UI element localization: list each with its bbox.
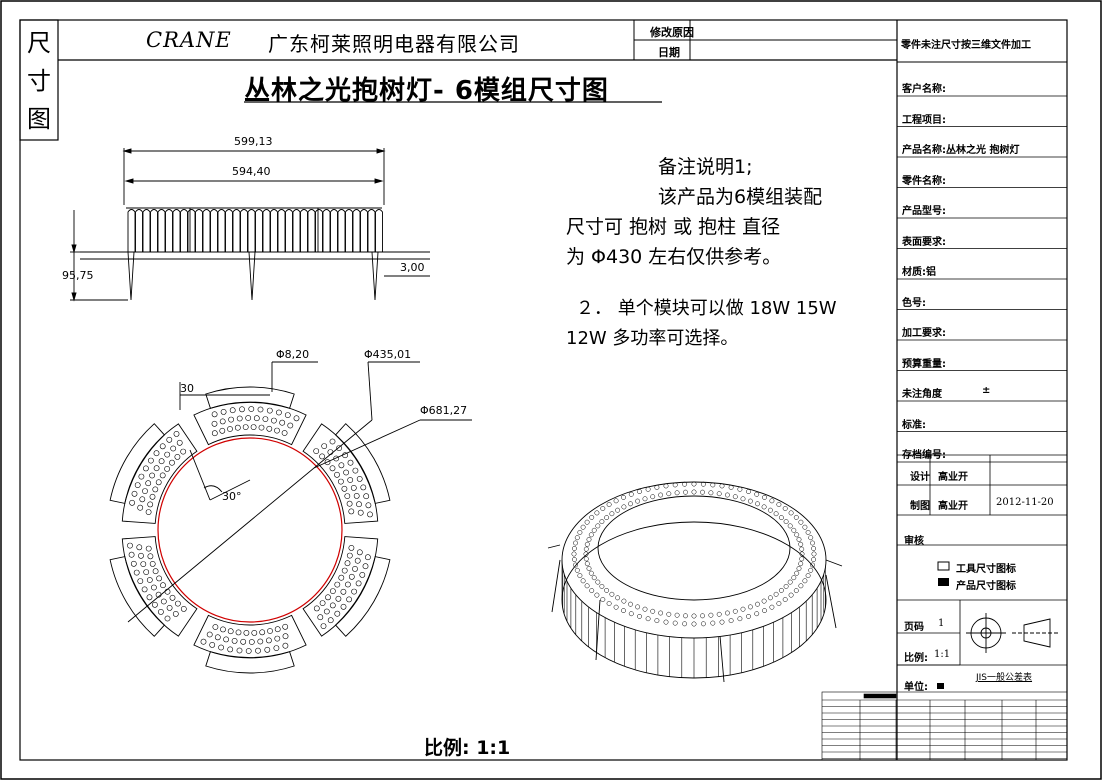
tb-design-label: 设计 [910,472,930,483]
tb-header: 零件未注尺寸按三维文件加工 [901,40,1031,51]
note-line: 备注说明1; [658,156,753,178]
tb-row-label: 工程项目: [902,114,946,126]
tb-row-label: 零件名称: [902,175,946,187]
tb-scale-value: 1:1 [934,649,951,660]
dim-outer-dia: Φ681,27 [420,404,468,417]
tb-row-label: 预算重量: [902,358,946,370]
tolerance-table [821,691,1068,761]
page-title: 丛林之光抱树灯- 6模组尺寸图 [244,76,609,106]
tb-row-label: 表面要求: [902,236,946,248]
note-line: 尺寸可 抱树 或 抱柱 直径 [566,216,781,238]
revision-label: 修改原因 [650,26,694,39]
tb-legend-tool: 工具尺寸图标 [956,564,1016,575]
date-label: 日期 [658,46,680,59]
projection-symbol [966,613,1060,653]
dim-height: 95,75 [62,269,94,282]
tb-design-name: 高业开 [938,472,968,483]
brand-logo: CRANE [146,28,232,52]
tb-draw-label: 制图 [910,501,930,512]
side-label-char: 尺 [27,29,51,57]
dim-hole: Φ8,20 [276,348,310,361]
side-label-char: 寸 [27,67,51,95]
dim-width-outer: 599,13 [234,135,273,148]
tb-row-label: 客户名称: [902,84,946,95]
tb-row-label: 材质:铝 [902,267,936,278]
dim-inner-dia: Φ435,01 [364,348,412,361]
tb-unit-label: 单位: [904,682,928,693]
tb-row-label: 加工要求: [902,328,946,339]
note-line: 为 Φ430 左右仅供参考。 [566,246,782,268]
legend-product-swatch [938,578,949,586]
side-label-box [19,19,59,141]
note-line: ２． 单个模块可以做 18W 15W [576,298,837,319]
side-view [70,148,430,302]
tb-row-label: 色号: [902,297,926,309]
tb-row-label: 未注角度 [902,389,942,400]
company-name: 广东柯莱照明电器有限公司 [268,32,520,56]
dim-angle: 30° [222,490,242,503]
tb-scale-label: 比例: [904,653,928,664]
tb-page-value: 1 [938,618,945,629]
tb-page-label: 页码 [904,622,924,633]
top-view [109,361,472,674]
tb-row-label: 存档编号: [902,450,946,461]
notes: 备注说明1; 该产品为6模组装配 尺寸可 抱树 或 抱柱 直径 为 Φ430 左… [566,152,837,354]
tb-review-label: 审核 [904,536,924,547]
tb-row-value: 丛林之光 抱树灯 [946,145,1020,156]
dim-offset: 30 [180,382,194,395]
dim-width-inner: 594,40 [232,165,271,178]
tb-draw-date: 2012-11-20 [996,497,1054,508]
note-line: 12W 多功率可选择。 [566,328,739,349]
tb-legend-product: 产品尺寸图标 [956,581,1016,592]
note-line: 该产品为6模组装配 [658,186,823,208]
tb-draw-name: 高业开 [938,501,968,512]
dim-thickness: 3,00 [400,261,425,274]
tb-row-label: 产品名称: [902,145,946,156]
isometric-view [547,481,843,683]
side-label-char: 图 [27,105,51,133]
legend-tool-swatch [937,561,950,571]
tb-row-label: 产品型号: [902,206,946,217]
unit-swatch [937,683,944,689]
tb-tolerance-label: JIS一般公差表 [976,673,1033,683]
side-label: 尺 寸 图 [20,24,58,138]
scale-bottom: 比例: 1:1 [424,737,511,759]
tb-row-label: 标准: [902,419,926,431]
tb-row-value: ± [982,385,991,396]
